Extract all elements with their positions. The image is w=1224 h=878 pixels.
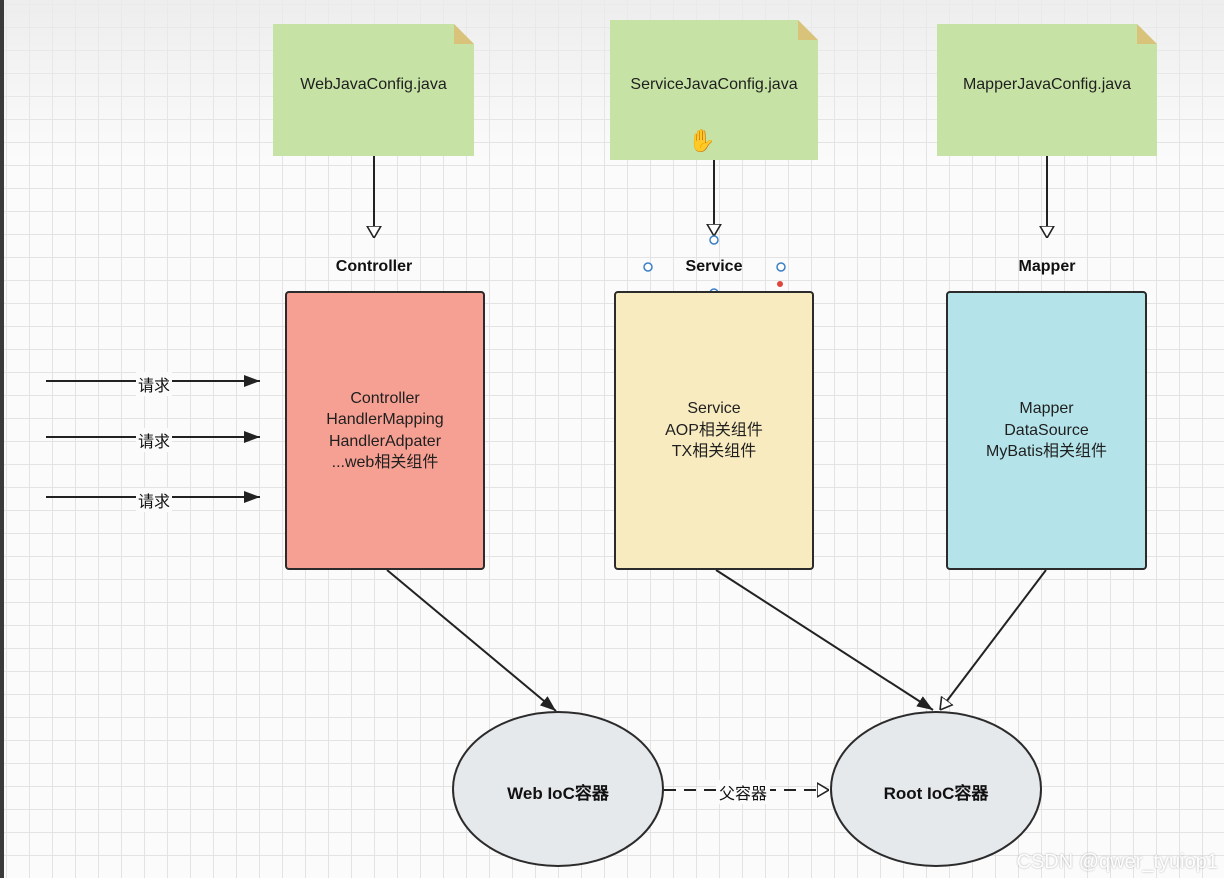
controller-title[interactable]: Controller bbox=[335, 258, 413, 275]
mapper-box-line-3: MyBatis相关组件 bbox=[986, 443, 1107, 461]
watermark: CSDN @qwer_tyuiop1 bbox=[1016, 851, 1219, 873]
mapper-to-root-arrow bbox=[940, 569, 1047, 710]
web-config-label: WebJavaConfig.java bbox=[300, 76, 447, 93]
service-box-line-1: Service bbox=[687, 400, 741, 418]
web-ioc-container bbox=[452, 711, 664, 867]
selection-handle-top[interactable] bbox=[709, 235, 719, 245]
request-label-2: 请求 bbox=[136, 428, 173, 452]
mapper-config-note[interactable]: MapperJavaConfig.java bbox=[937, 24, 1157, 156]
service-title[interactable]: Service bbox=[685, 258, 743, 275]
controller-box-line-2: HandlerMapping bbox=[326, 411, 444, 428]
controller-box-line-4: ...web相关组件 bbox=[331, 454, 439, 471]
left-border bbox=[0, 0, 4, 878]
mapper-box-line-1: Mapper bbox=[1019, 400, 1074, 418]
service-config-note[interactable]: ServiceJavaConfig.java bbox=[610, 20, 818, 160]
service-box-line-3: TX相关组件 bbox=[671, 443, 757, 461]
mapper-box-line-2: DataSource bbox=[1004, 421, 1089, 439]
mapper-box[interactable]: Mapper DataSource MyBatis相关组件 bbox=[946, 291, 1147, 570]
controller-box-line-1: Controller bbox=[350, 389, 420, 407]
controller-box[interactable]: Controller HandlerMapping HandlerAdpater… bbox=[285, 291, 485, 570]
web-ioc-label: Web IoC容器 bbox=[507, 784, 609, 803]
service-to-root-arrow bbox=[715, 569, 934, 711]
root-ioc-label: Root IoC容器 bbox=[883, 784, 989, 803]
parent-container-label: 父容器 bbox=[716, 780, 771, 804]
root-ioc-container bbox=[830, 711, 1042, 867]
service-box[interactable]: Service AOP相关组件 TX相关组件 bbox=[614, 291, 814, 570]
mapper-config-label: MapperJavaConfig.java bbox=[962, 76, 1132, 93]
web-config-note[interactable]: WebJavaConfig.java bbox=[273, 24, 474, 156]
controller-box-line-3: HandlerAdpater bbox=[328, 432, 442, 450]
service-box-line-2: AOP相关组件 bbox=[665, 421, 763, 439]
request-label-3: 请求 bbox=[136, 488, 173, 512]
controller-to-web-arrow bbox=[386, 569, 557, 712]
request-label-1: 请求 bbox=[136, 372, 173, 396]
mapper-title[interactable]: Mapper bbox=[1018, 258, 1076, 275]
service-config-label: ServiceJavaConfig.java bbox=[630, 76, 798, 93]
hand-cursor-icon: ✋ bbox=[688, 128, 716, 153]
selection-handle-left[interactable] bbox=[643, 262, 653, 272]
selection-handle-right[interactable] bbox=[776, 262, 786, 272]
rotate-handle[interactable] bbox=[777, 281, 783, 287]
